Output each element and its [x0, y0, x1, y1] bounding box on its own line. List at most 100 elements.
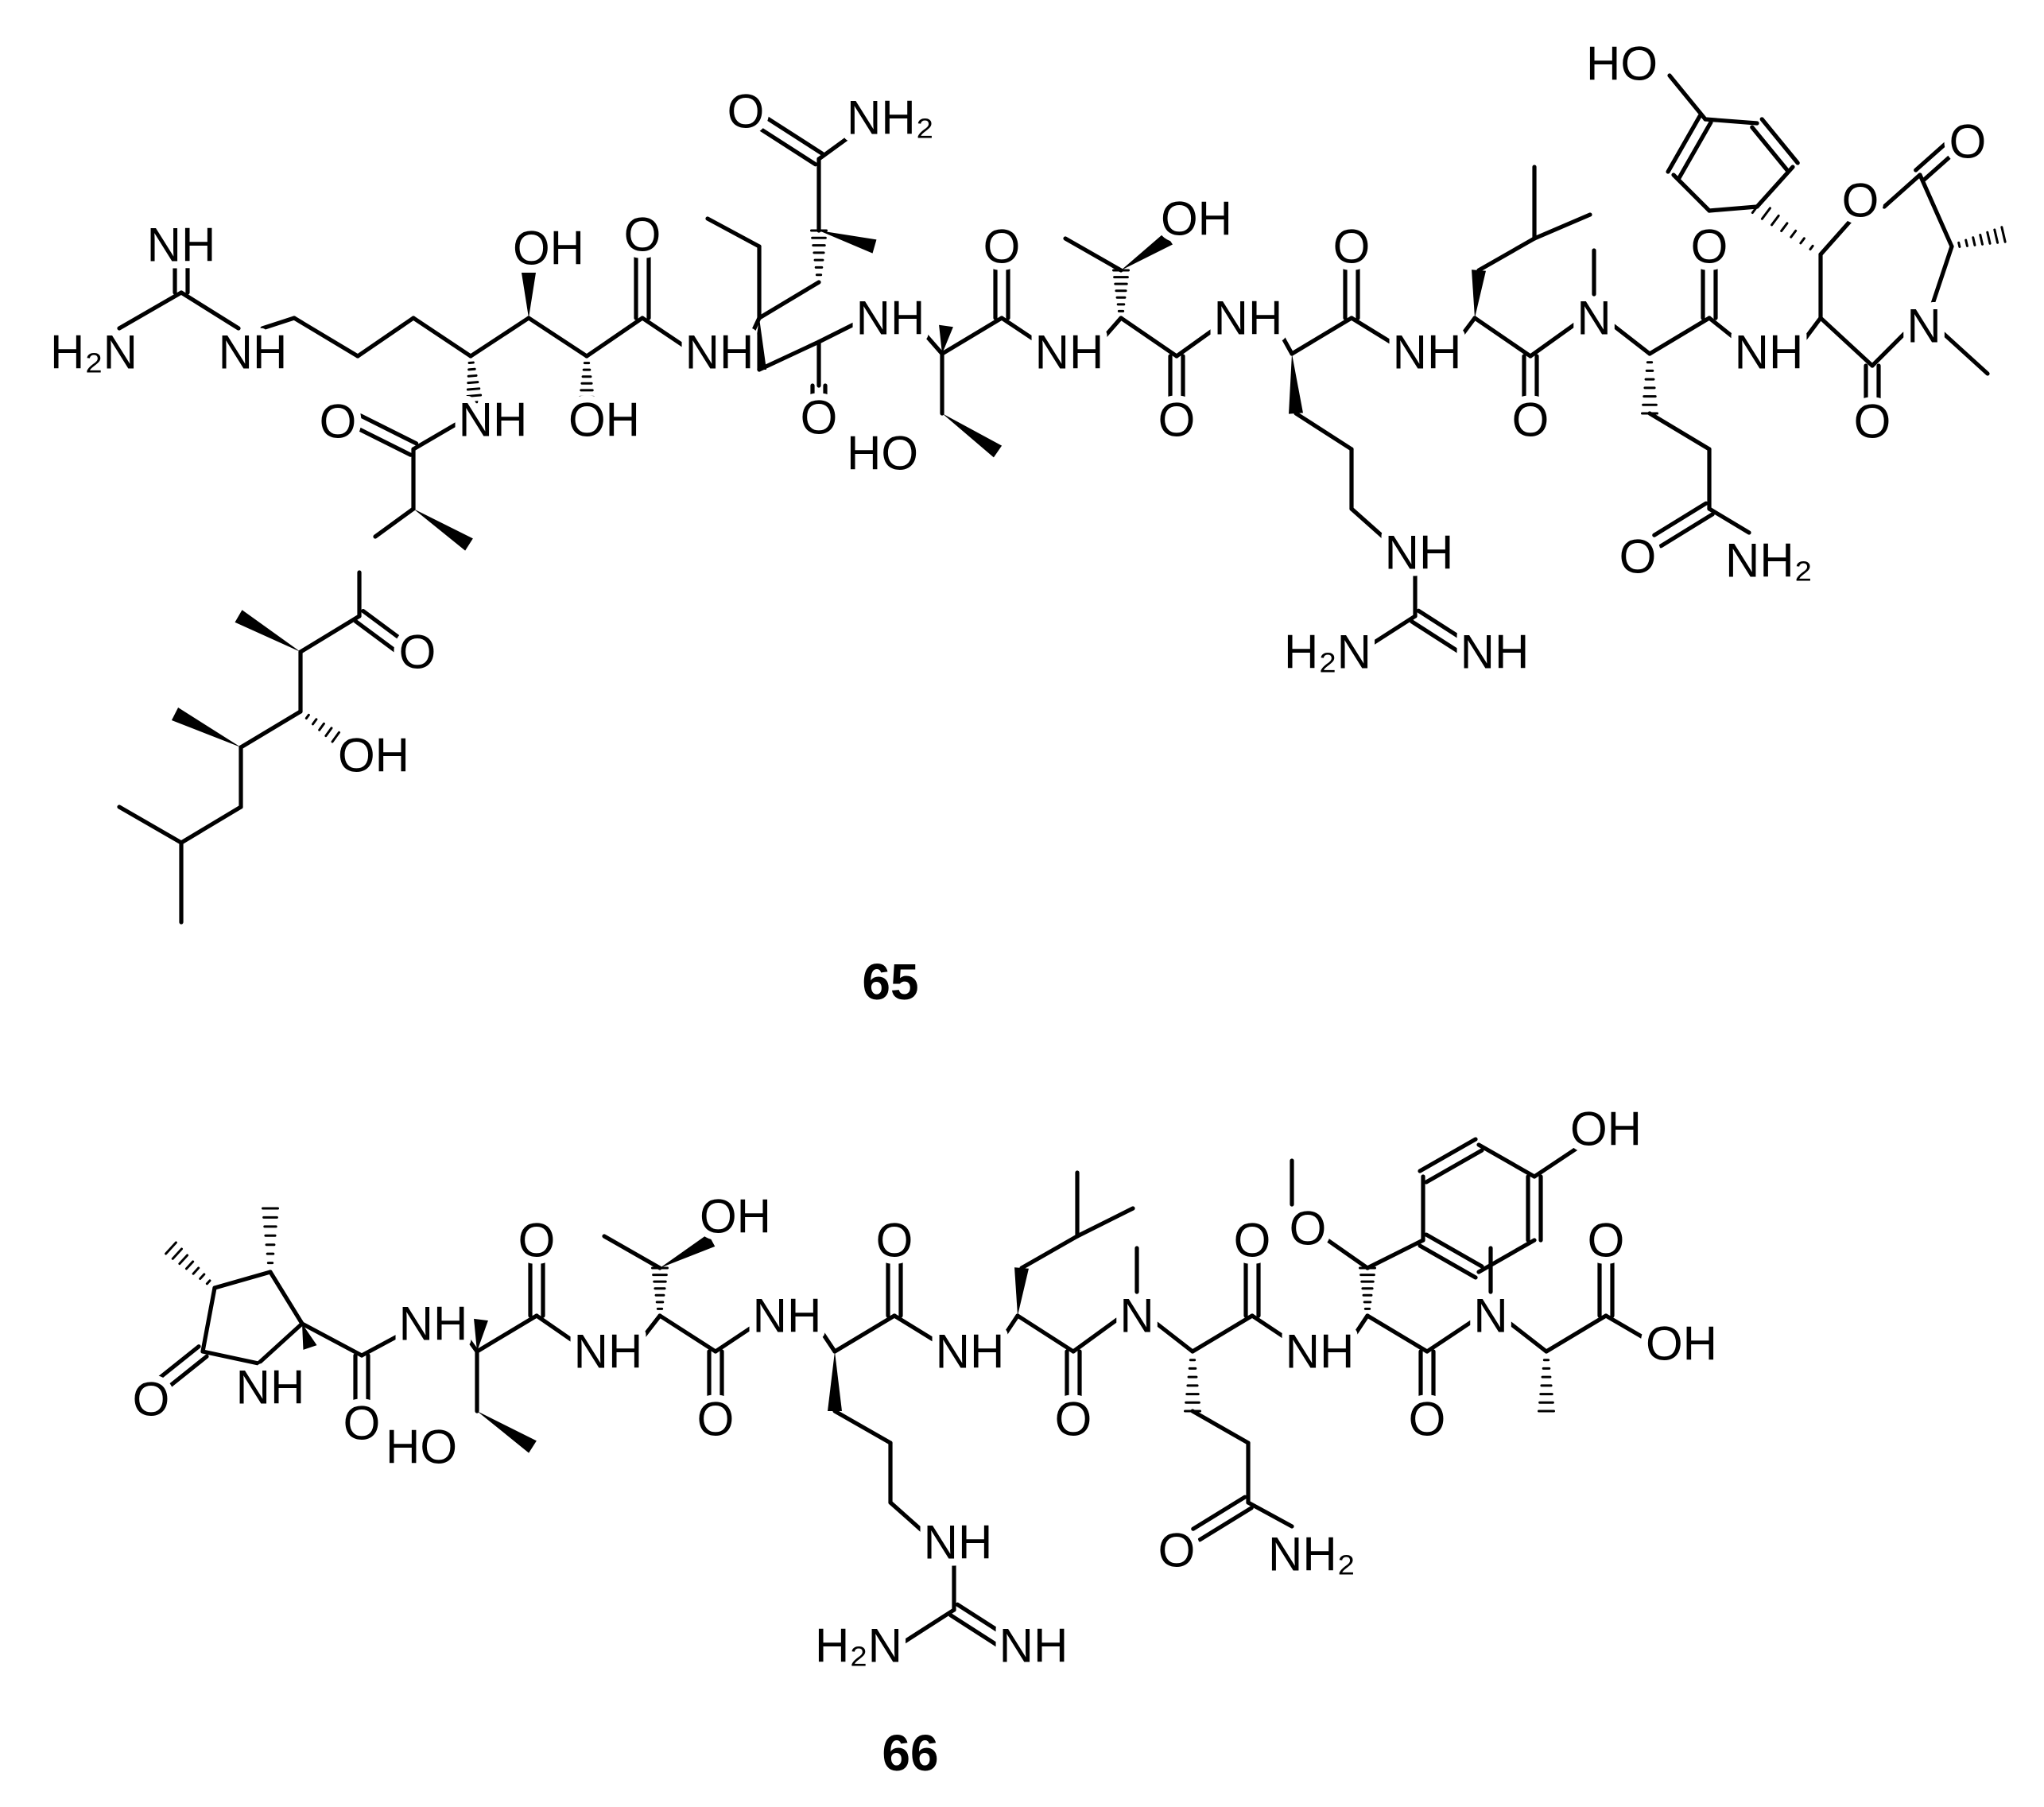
wedge-bond: [939, 324, 953, 354]
bond: [1472, 316, 1533, 359]
bond: [534, 1313, 591, 1354]
bond: [1707, 204, 1759, 213]
bond: [1703, 117, 1759, 126]
bond: [117, 290, 184, 331]
atom-label: O: [1854, 395, 1891, 448]
bond: [1075, 1206, 1135, 1239]
atom-label: NH: [236, 1361, 305, 1414]
hash-bond: [2000, 226, 2007, 243]
bond: [1019, 1234, 1080, 1270]
bond: [1658, 512, 1715, 549]
bond: [1410, 619, 1470, 660]
bond: [1755, 165, 1795, 209]
bond: [1941, 332, 1990, 376]
wedge-bond: [413, 509, 473, 551]
bond: [1667, 73, 1708, 122]
bond: [256, 1321, 304, 1366]
atom-label: OH: [700, 1190, 771, 1243]
bond: [526, 316, 589, 359]
atom-label: NH₂: [847, 91, 934, 145]
bond: [940, 316, 1004, 356]
wedge-bond: [1472, 269, 1486, 318]
bond: [1544, 1313, 1608, 1354]
atom-label: O: [1055, 1393, 1092, 1446]
atom-label: OH: [513, 222, 584, 275]
bond: [355, 316, 416, 359]
atom-label: O: [399, 626, 436, 679]
hash-bond: [199, 1273, 206, 1281]
bond: [359, 1325, 416, 1358]
atom-label: OH: [1570, 1103, 1642, 1156]
bond: [1532, 212, 1592, 241]
bond: [741, 316, 762, 355]
bond: [1750, 125, 1790, 173]
atom-label: NH: [1735, 326, 1804, 379]
bond: [816, 125, 865, 161]
hash-bond: [1979, 234, 1984, 246]
bond: [411, 316, 473, 359]
atom-label: NH: [924, 1516, 993, 1569]
bond: [179, 290, 241, 331]
atom-label: O: [133, 1373, 170, 1426]
bond: [1476, 1142, 1537, 1179]
hash-bond: [1964, 238, 1968, 247]
bond: [1418, 1137, 1478, 1173]
bond: [892, 1313, 948, 1350]
atom-label: NH: [1385, 526, 1454, 580]
bond-lines: [117, 73, 2007, 1654]
bond: [1325, 1238, 1370, 1270]
atom-label: O: [518, 1214, 556, 1267]
atom-label: N: [1119, 1289, 1154, 1343]
hash-bond: [1760, 207, 1771, 220]
bond: [157, 1344, 201, 1381]
atom-label: O: [343, 1397, 381, 1450]
bond: [1290, 316, 1354, 356]
bond: [268, 1270, 304, 1326]
bond: [1418, 1243, 1478, 1280]
wedge-bond: [1014, 1267, 1029, 1316]
bond: [816, 316, 869, 344]
bond: [358, 413, 419, 446]
hash-bond: [318, 722, 325, 731]
bond: [991, 1313, 1020, 1354]
atom-label: O: [876, 1214, 913, 1267]
bond: [1671, 173, 1712, 213]
atom-label: O: [727, 85, 765, 138]
wedge-bond: [477, 1411, 537, 1453]
bond: [1015, 1313, 1076, 1354]
hash-bond: [467, 381, 479, 385]
bond: [1882, 173, 1922, 209]
bond: [1425, 1317, 1477, 1354]
bond: [1647, 411, 1712, 452]
atom-label: H₂N: [1284, 626, 1371, 679]
bond: [1190, 1409, 1251, 1445]
hash-bond: [311, 718, 318, 726]
atom-label: NH: [147, 219, 216, 272]
bond: [1365, 1238, 1425, 1270]
bond: [1449, 316, 1477, 352]
bond: [1357, 614, 1418, 654]
bond: [1652, 501, 1709, 537]
bond: [1270, 316, 1294, 356]
bond: [705, 216, 762, 249]
atom-label: O: [1333, 220, 1371, 273]
bond: [200, 1349, 261, 1366]
bond: [1174, 320, 1227, 359]
atom-label: HO: [847, 427, 918, 480]
wedge-bond: [819, 231, 877, 254]
bond: [1528, 320, 1581, 359]
atom-label: O: [1234, 1214, 1271, 1267]
hash-bond: [467, 374, 478, 378]
bond: [1191, 1495, 1247, 1531]
hash-bond: [192, 1266, 200, 1275]
atom-label: O: [1512, 394, 1549, 447]
bond: [1612, 324, 1652, 356]
hash-bond: [205, 1279, 211, 1285]
bond: [1818, 216, 1855, 257]
atom-label: NH₂: [1725, 534, 1813, 587]
bond: [239, 709, 303, 750]
bond: [1508, 1321, 1549, 1354]
hash-bond: [1957, 241, 1961, 248]
